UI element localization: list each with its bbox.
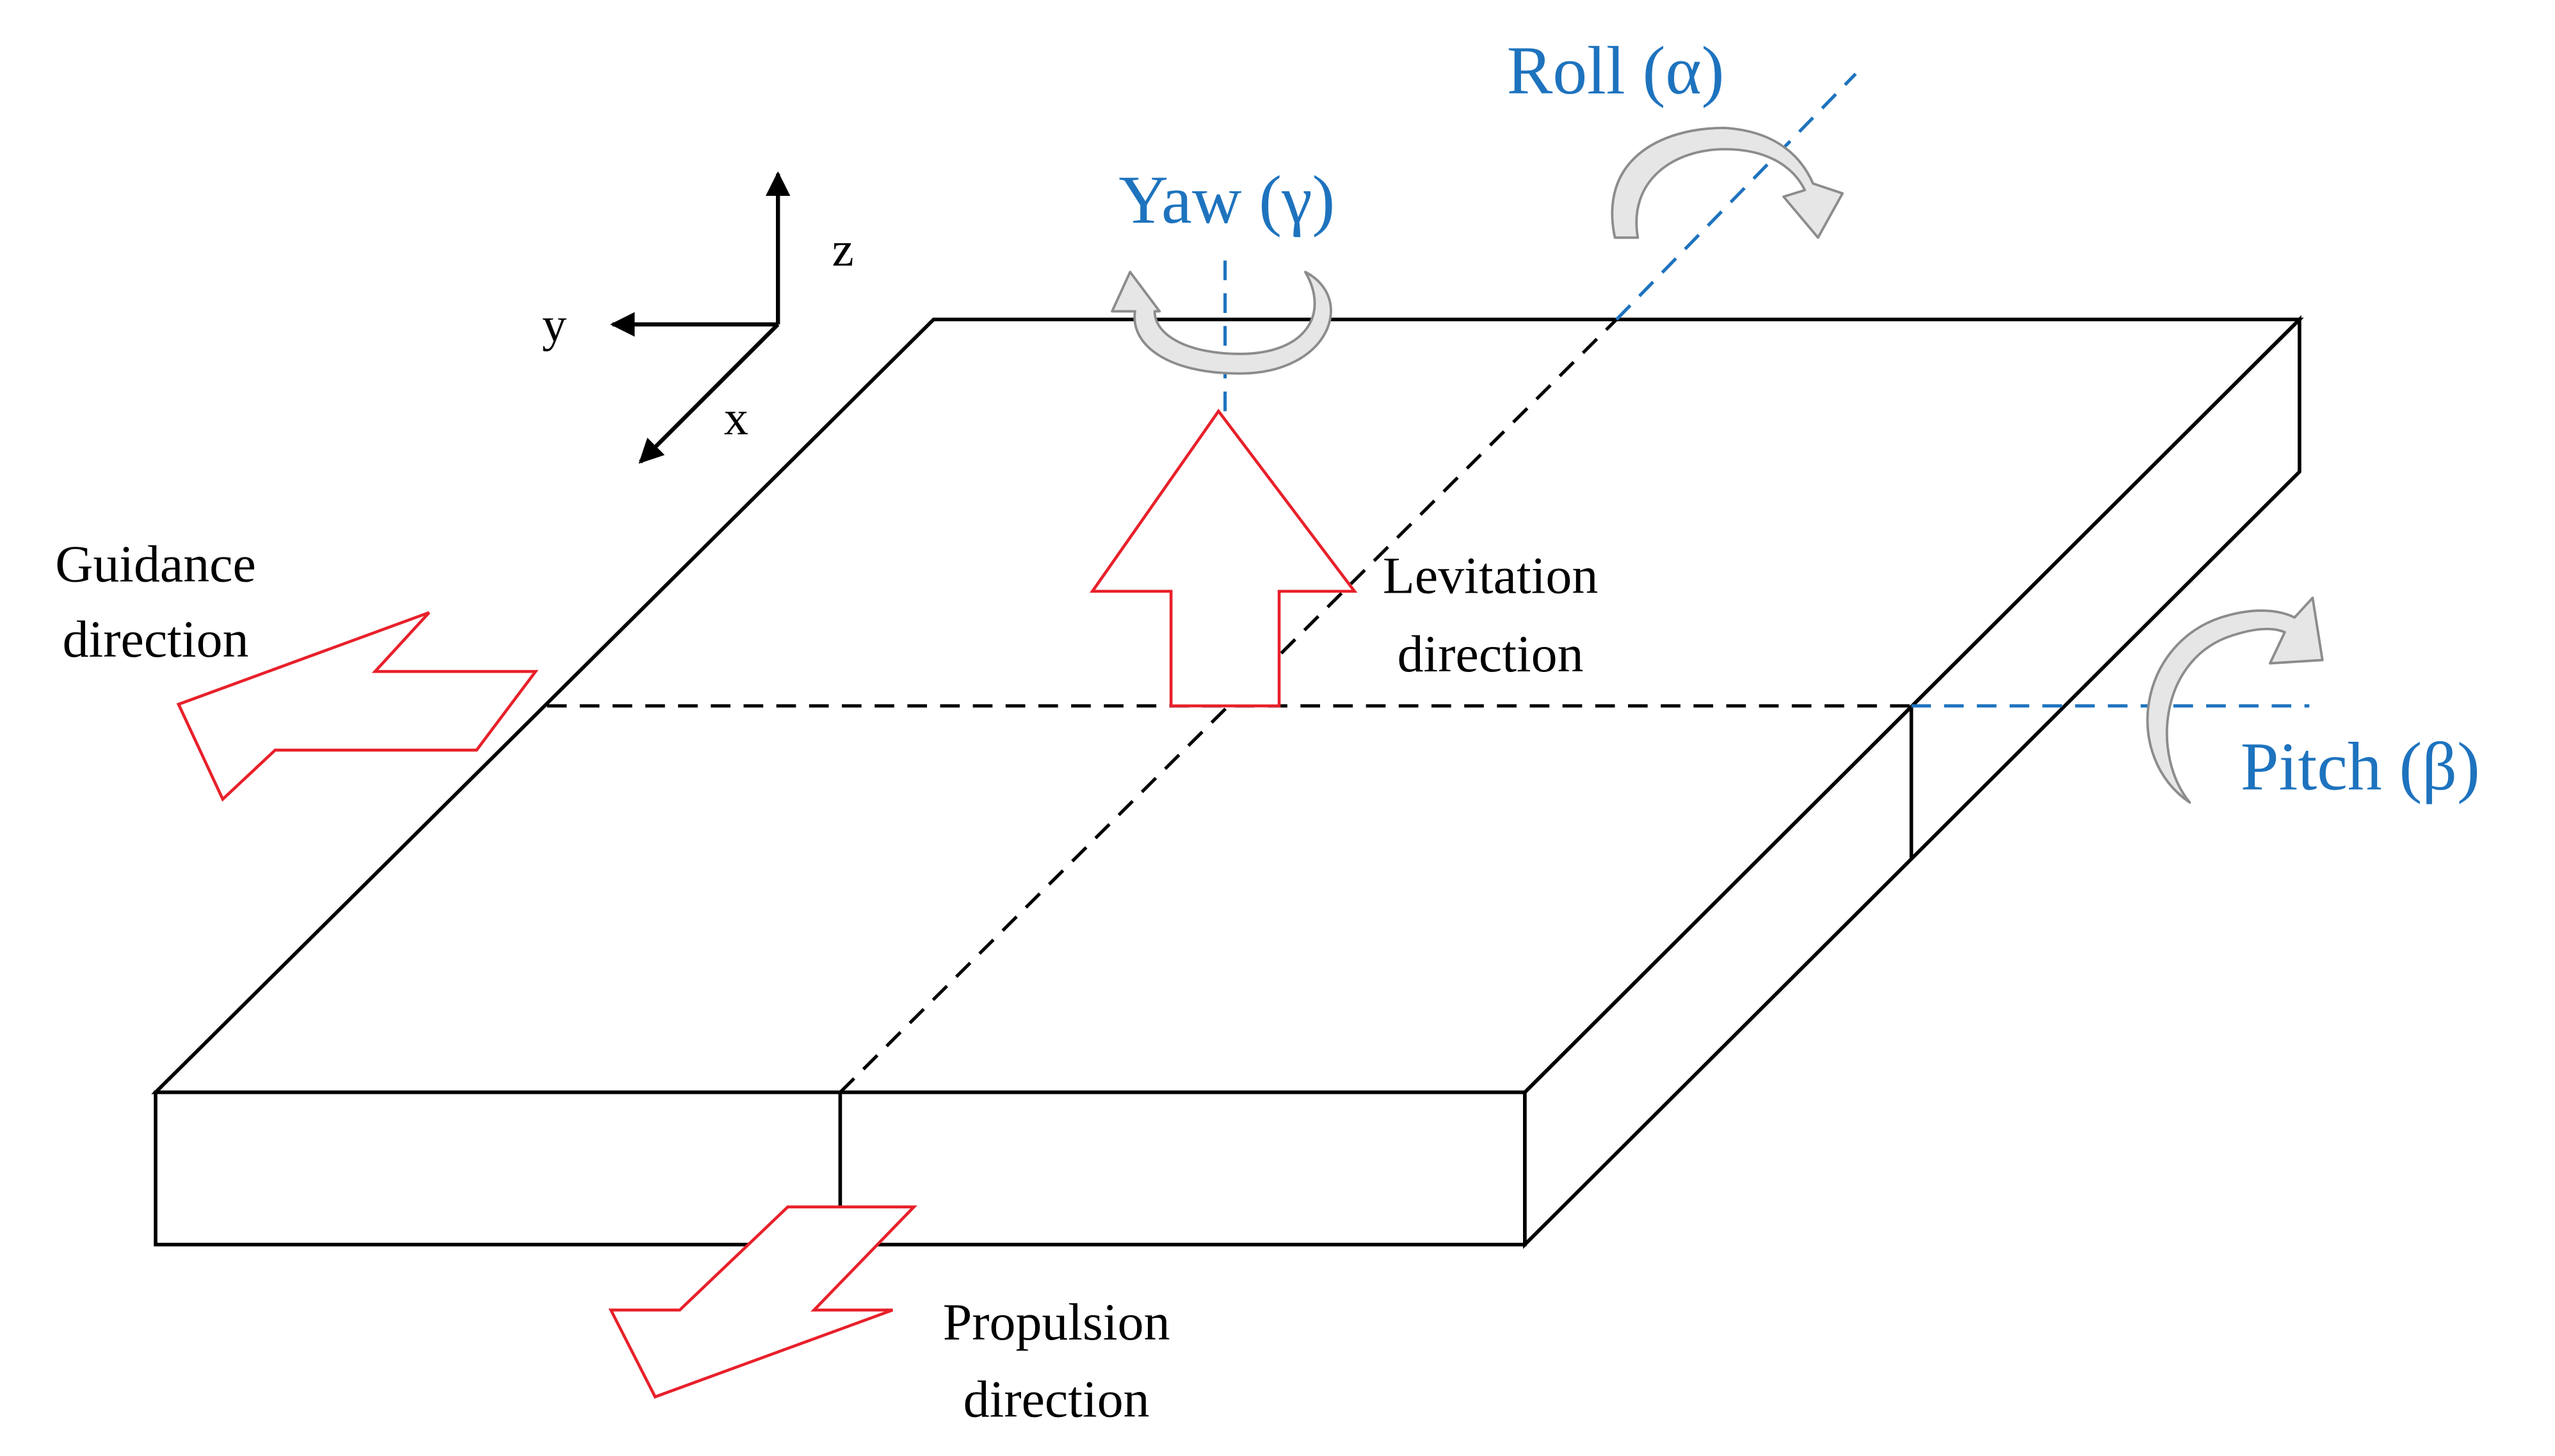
coordinate-frame [609,171,791,464]
propulsion-label-line1: Propulsion [943,1293,1170,1351]
rotation-axes [1223,72,2310,708]
propulsion-label-line2: direction [963,1370,1150,1428]
levitation-label-line2: direction [1398,625,1584,683]
guidance-label-line2: direction [63,610,249,668]
guidance-arrow-icon [176,611,539,802]
roll-rotation-arrow-icon [1611,126,1844,239]
levitation-label-line1: Levitation [1383,546,1598,604]
rotation-arrows [1111,126,2324,804]
pitch-rotation-arrow-icon [2146,596,2324,804]
y-axis-label: y [542,297,567,351]
yaw-label: Yaw (γ) [1118,162,1335,238]
roll-centre-line [839,318,1618,1094]
roll-axis [1615,72,1857,321]
axis-labels: z y x [542,222,854,445]
z-axis-label: z [832,222,854,276]
force-arrows [176,408,1358,1399]
x-axis-label: x [724,390,748,445]
rotation-labels: Roll (α) Yaw (γ) Pitch (β) [1118,33,2479,804]
centre-lines [547,318,1912,1094]
propulsion-arrow-icon [608,1205,917,1399]
yaw-rotation-arrow-icon [1111,271,1332,375]
pitch-label: Pitch (β) [2241,728,2480,804]
guidance-label-line1: Guidance [55,535,256,593]
x-axis-arrow [638,323,780,464]
levitation-arrow-icon [1089,408,1358,708]
slab-right-face [1522,315,2301,1249]
roll-label: Roll (α) [1507,33,1725,109]
direction-labels: Guidance direction Levitation direction … [55,535,1598,1428]
